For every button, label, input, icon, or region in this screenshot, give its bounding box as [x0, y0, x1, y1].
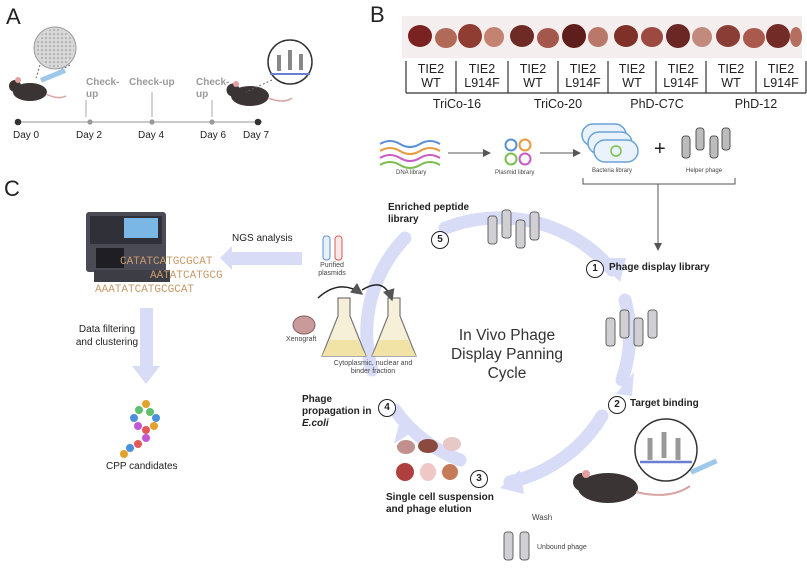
sequence-text: CATATCATGCGCAT: [120, 256, 213, 268]
panel-label-c: C: [4, 176, 20, 201]
sequence-text: AATATCATGCG: [150, 270, 223, 282]
flask-icon: [321, 297, 367, 357]
petri-dish-icon: [33, 26, 77, 70]
cpp-candidates-label: CPP candidates: [106, 461, 178, 472]
phage-icon: [503, 531, 530, 561]
checkup-label: Check-up: [86, 77, 120, 100]
timeline-day-2: Day 2: [76, 130, 103, 141]
bacteria-library-label: Bacteria library: [592, 168, 633, 174]
bacteria-icon: [581, 123, 639, 163]
plus-sign: +: [654, 138, 666, 160]
organ-icon: [396, 437, 461, 481]
mouse-icon: [226, 81, 293, 106]
mouse-icon: [573, 470, 691, 503]
mouse-icon: [9, 77, 67, 101]
step-label: Phage display library: [609, 262, 710, 273]
ngs-analysis-label: NGS analysis: [232, 233, 293, 244]
timeline-day-7: Day 7: [243, 130, 270, 141]
plasmid-library-label: Plasmid library: [495, 170, 535, 176]
group-label: TriCo-20: [533, 97, 583, 111]
step-badge: 2: [608, 396, 626, 414]
xenograft-label: Xenograft: [286, 336, 317, 343]
group-label: PhD-12: [734, 97, 778, 111]
phage-magnified-icon: [267, 39, 313, 85]
timeline-day-0: Day 0: [13, 130, 40, 141]
checkup-label: Check-up: [196, 77, 230, 100]
tumor-icon: [408, 24, 802, 48]
tube-icon: [322, 235, 343, 261]
step-label: Target binding: [630, 398, 699, 409]
step-badge: 1: [586, 260, 604, 278]
peptide-icon: [120, 400, 160, 458]
timeline-day-4: Day 4: [138, 130, 165, 141]
sequence-text: AAATATCATGCGCAT: [95, 284, 195, 296]
wash-label: Wash: [532, 513, 553, 522]
panel-label-a: A: [6, 4, 21, 29]
xenograft-icon: [292, 315, 316, 335]
phage-magnified-icon: [634, 418, 698, 482]
helper-phage-icon: [681, 127, 731, 159]
flask-icon: [371, 297, 417, 357]
step-badge: 3: [470, 470, 488, 488]
step-badge: 4: [378, 399, 396, 417]
plasmid-icon: [504, 138, 532, 166]
group-label: TriCo-16: [432, 97, 482, 111]
phage-icon: [487, 209, 540, 249]
panel-label-b: B: [370, 2, 385, 27]
syringe-icon: [40, 68, 66, 83]
dna-library-label: DNA library: [396, 170, 427, 176]
timeline-day-6: Day 6: [200, 130, 227, 141]
group-label: PhD-C7C: [630, 97, 684, 111]
syringe-icon: [690, 458, 718, 475]
unbound-phage-label: Unbound phage: [537, 544, 587, 551]
sequencer-icon: [86, 212, 170, 282]
checkup-label: Check-up: [129, 77, 175, 88]
dna-library-icon: [379, 140, 441, 169]
helper-phage-label: Helper phage: [686, 168, 723, 174]
step-badge: 5: [431, 231, 449, 249]
phage-icon: [605, 309, 658, 347]
